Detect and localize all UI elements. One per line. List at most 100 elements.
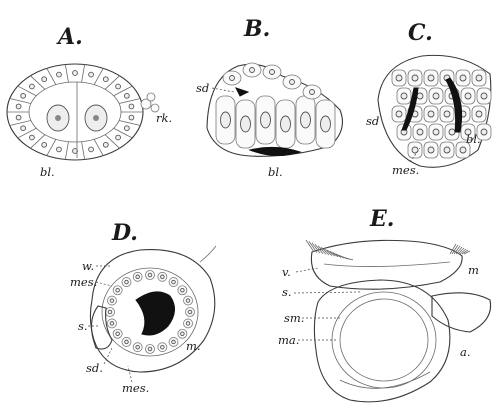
cell-nucleus — [186, 322, 190, 326]
label-a-rk: rk. — [156, 111, 172, 125]
cell-nucleus — [261, 112, 271, 128]
panel-c-letter: C. — [408, 20, 433, 46]
cell-nucleus — [428, 75, 434, 81]
cell-wall — [82, 64, 85, 82]
cell-nucleus — [148, 273, 152, 277]
cell-nucleus — [21, 126, 26, 131]
cell-nucleus — [116, 332, 120, 336]
cell-nucleus — [460, 147, 466, 153]
label-d-m: m. — [186, 339, 201, 353]
label-c-sd: sd — [366, 114, 379, 128]
cell-nucleus — [444, 111, 450, 117]
cell-wall — [119, 98, 140, 103]
cell-nucleus — [57, 147, 62, 152]
label-e-v: v. — [282, 265, 291, 279]
cell-nucleus — [433, 93, 439, 99]
label-e-sm: sm. — [284, 311, 304, 325]
cell-nucleus — [125, 340, 129, 344]
cell-nucleus — [481, 129, 487, 135]
cell-nucleus — [129, 115, 134, 120]
cell-wall — [10, 120, 31, 125]
cell-nucleus — [161, 275, 165, 279]
cell-nucleus — [42, 77, 47, 82]
cell-wall — [47, 68, 56, 84]
cell-nucleus — [116, 288, 120, 292]
cell-nucleus — [161, 345, 165, 349]
cell-nucleus — [124, 93, 129, 98]
cell-wall — [94, 139, 103, 155]
cilium — [333, 253, 341, 258]
cell-nucleus — [73, 71, 78, 76]
cell-nucleus — [396, 111, 402, 117]
cell-nucleus — [476, 111, 482, 117]
panel-a-embryo — [7, 64, 159, 160]
panel-b: B. sd bl. — [196, 16, 342, 179]
label-d-sd: sd. — [86, 361, 103, 375]
cell-nucleus — [110, 322, 114, 326]
cell-nucleus — [116, 135, 121, 140]
panel-c: C. sd bl. mes. — [366, 20, 491, 177]
cell-nucleus — [481, 93, 487, 99]
cell-nucleus — [136, 345, 140, 349]
cell-nucleus — [110, 299, 114, 303]
cell-nucleus — [281, 116, 291, 132]
cell-nucleus — [148, 347, 152, 351]
label-e-ma: ma. — [278, 333, 299, 347]
cell-nucleus — [125, 280, 129, 284]
label-d-mes-top: mes. — [70, 275, 97, 289]
panel-a: A. rk. bl. — [7, 24, 172, 179]
cell-nucleus — [186, 299, 190, 303]
cell-nucleus — [124, 126, 129, 131]
panel-a-letter: A. — [56, 24, 83, 50]
cell-nucleus — [181, 288, 185, 292]
label-e-a: a. — [460, 345, 471, 359]
cell-wall — [65, 64, 68, 82]
cell-nucleus — [89, 147, 94, 152]
cell-nucleus — [460, 75, 466, 81]
label-c-mes: mes. — [392, 163, 419, 177]
cell-nucleus — [181, 332, 185, 336]
cell-nucleus — [465, 93, 471, 99]
cell-nucleus — [250, 68, 255, 73]
cell-nucleus — [30, 135, 35, 140]
cell-nucleus — [16, 115, 21, 120]
cell-nucleus — [417, 93, 423, 99]
cell-nucleus — [428, 147, 434, 153]
label-a-bl: bl. — [40, 165, 55, 179]
cell-nucleus — [270, 70, 275, 75]
cell-nucleus — [321, 116, 331, 132]
cell-nucleus — [16, 104, 21, 109]
cell-nucleus — [172, 280, 176, 284]
panel-b-embryo — [207, 63, 342, 156]
cell-wall — [65, 142, 68, 160]
cell-nucleus — [136, 275, 140, 279]
cell-nucleus — [129, 104, 134, 109]
cell-nucleus — [103, 77, 108, 82]
cell-nucleus — [290, 80, 295, 85]
cell-nucleus — [116, 84, 121, 89]
cell-nucleus — [108, 310, 112, 314]
cell-nucleus — [89, 72, 94, 77]
cell-nucleus — [412, 75, 418, 81]
cell-nucleus — [103, 142, 108, 147]
panel-e-embryo — [306, 240, 491, 402]
cell-nucleus — [428, 111, 434, 117]
cell-nucleus — [241, 116, 251, 132]
label-e-s: s. — [282, 285, 292, 299]
label-d-mes-bottom: mes. — [122, 381, 149, 395]
label-d-s: s. — [78, 319, 88, 333]
label-b-sd: sd — [196, 81, 209, 95]
cell-nucleus — [433, 129, 439, 135]
cell-nucleus — [42, 142, 47, 147]
cell-nucleus — [230, 76, 235, 81]
cell-nucleus — [30, 84, 35, 89]
cell-wall — [82, 142, 85, 160]
cell-wall — [47, 139, 56, 155]
cell-nucleus — [301, 112, 311, 128]
label-b-bl: bl. — [268, 165, 283, 179]
panel-d: D. w. mes. s. sd. m. mes. — [70, 220, 216, 395]
cell-nucleus — [172, 340, 176, 344]
cell-nucleus — [476, 75, 482, 81]
label-e-m: m — [468, 263, 479, 277]
